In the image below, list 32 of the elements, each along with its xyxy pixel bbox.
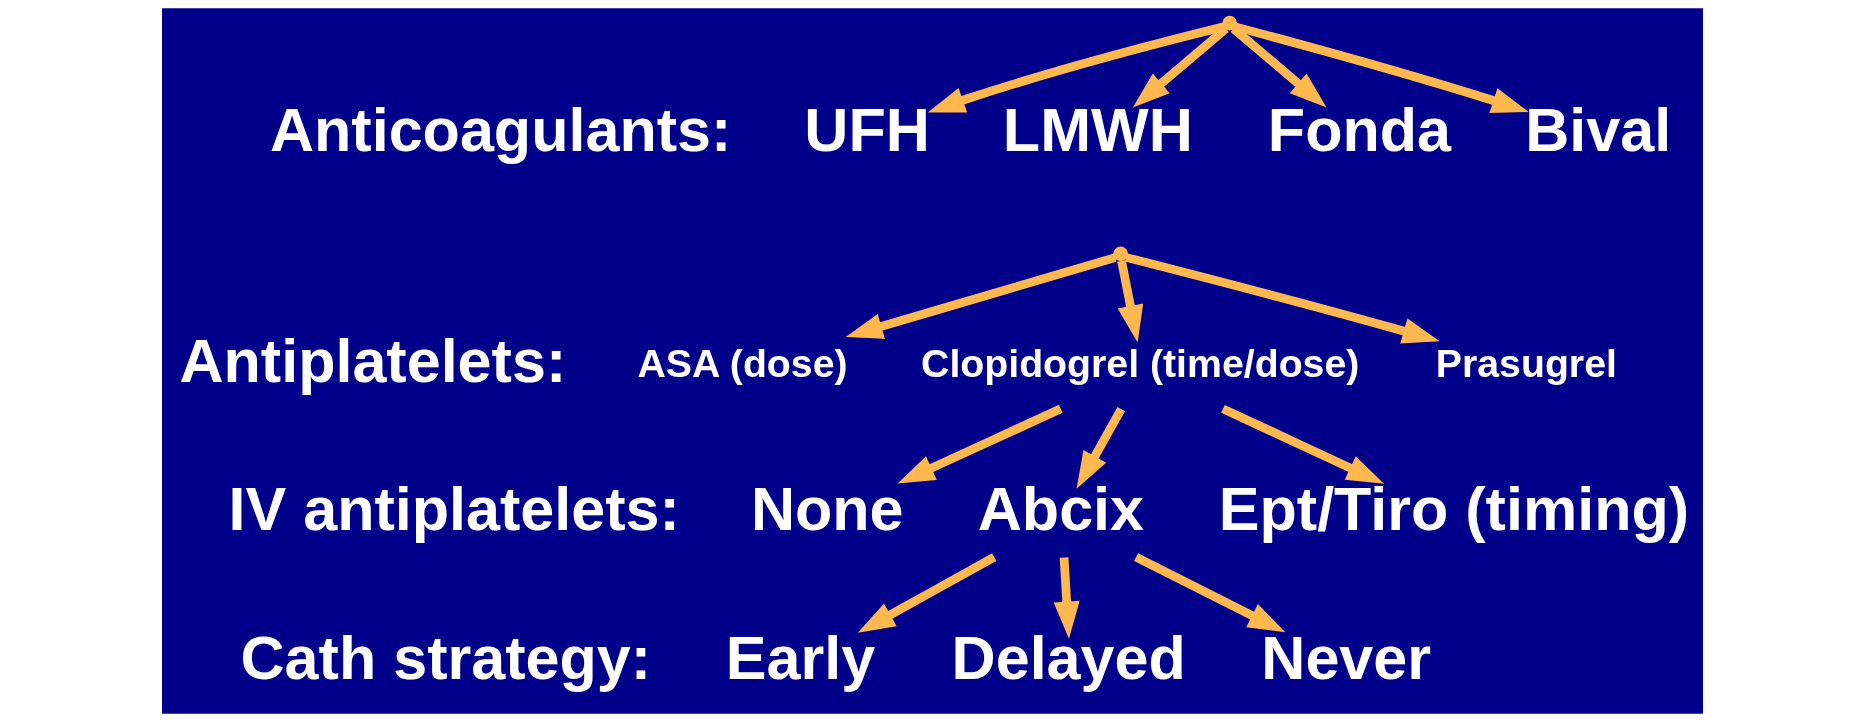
arrow [897, 404, 1063, 484]
label: IV antiplatelets: [228, 475, 680, 544]
node-text: Clopidogrel (time/dose) [921, 340, 1360, 385]
label: Antiplatelets: [179, 327, 567, 396]
arrow [845, 253, 1117, 339]
node-text: Ept/Tiro (timing) [1218, 475, 1690, 544]
node-point [1113, 246, 1128, 262]
label: Cath strategy: [240, 623, 652, 692]
arrow [1053, 557, 1080, 639]
node-text: Early [725, 623, 876, 692]
node-text: Bival [1525, 96, 1672, 165]
node-text: Never [1261, 623, 1432, 692]
node-text: LMWH [1002, 96, 1193, 165]
label: Anticoagulants: [269, 96, 732, 165]
arrow [1117, 260, 1144, 343]
arrow [1134, 553, 1286, 633]
node-text: UFH [804, 96, 930, 165]
arrow [1076, 407, 1126, 489]
node-text: Prasugrel [1435, 340, 1617, 385]
arrow [1230, 25, 1327, 108]
node-text: ASA (dose) [637, 340, 848, 385]
arrow [857, 553, 997, 633]
arrow [1234, 22, 1529, 113]
arrow [1132, 25, 1229, 108]
node-text: Delayed [951, 623, 1186, 692]
node-point [1222, 15, 1238, 31]
arrow [1124, 253, 1440, 344]
node-text: None [750, 475, 904, 544]
node-text: Fonda [1267, 96, 1452, 165]
arrow [927, 22, 1225, 113]
arrow [1221, 404, 1384, 484]
node-text: Abcix [977, 475, 1145, 544]
